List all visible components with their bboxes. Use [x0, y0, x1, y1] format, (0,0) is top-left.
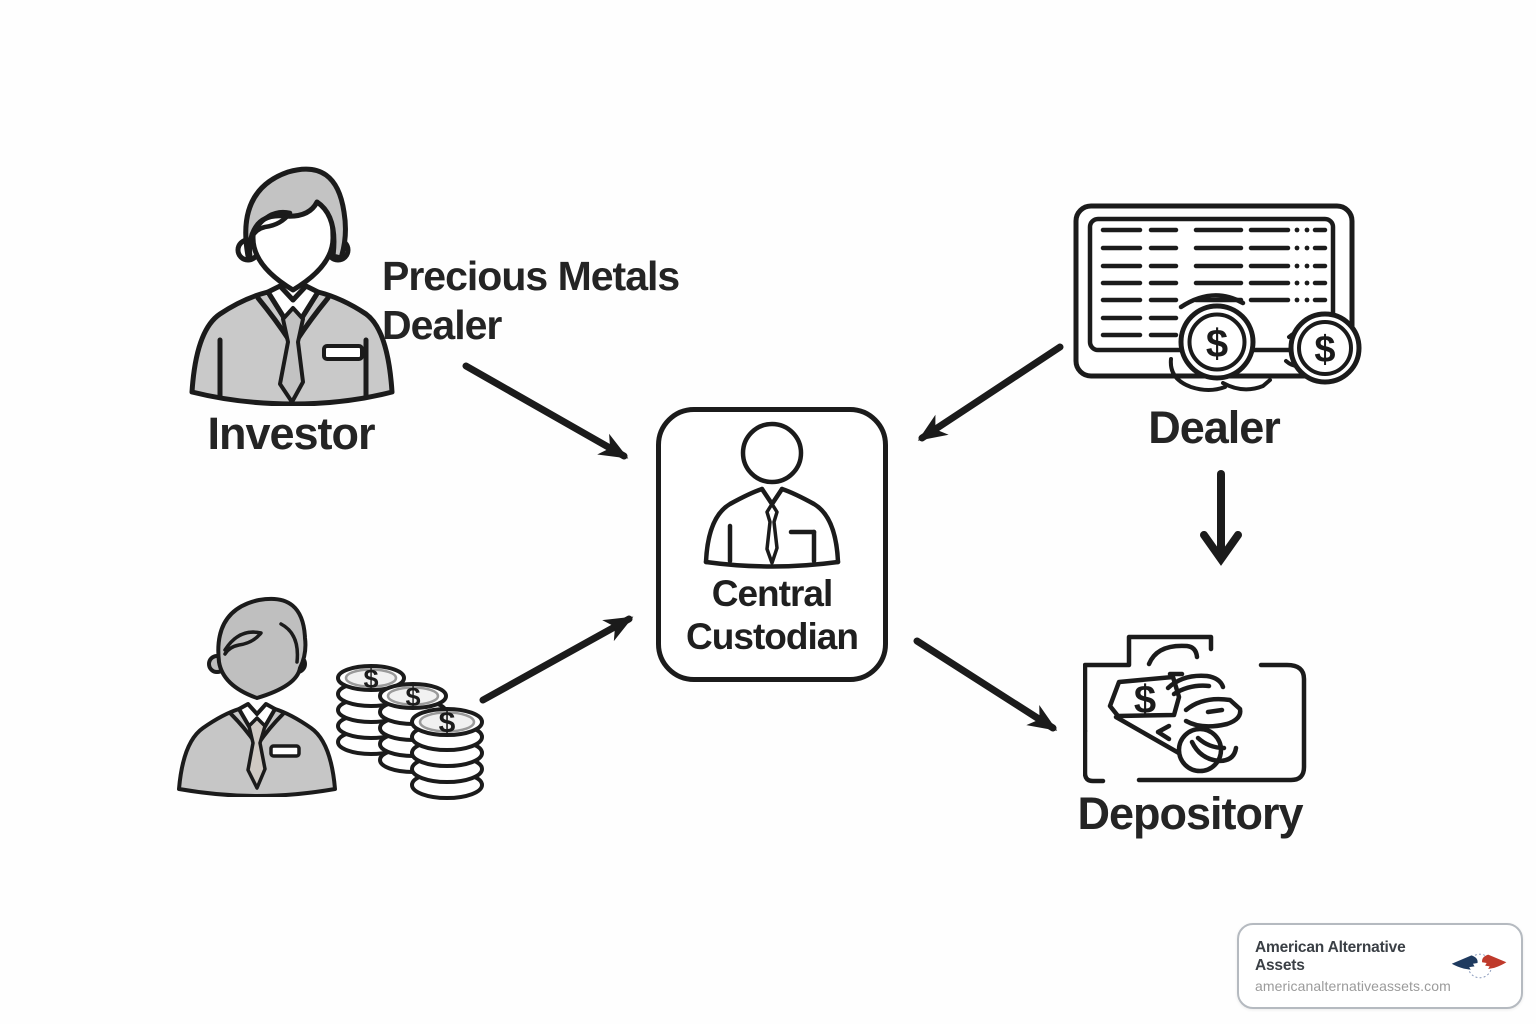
brand-watermark-card: American Alternative Assets americanalte… — [1237, 923, 1523, 1009]
tie — [278, 306, 305, 404]
custodian-line1: Central — [711, 573, 833, 614]
coin-stack: $ — [410, 707, 484, 800]
coin-behind-arc — [1178, 293, 1246, 310]
dollar-coin-icon: $ — [1288, 311, 1362, 385]
ledger-with-coins-icon: $ $ — [1073, 203, 1362, 392]
chevron-mark — [1155, 723, 1172, 742]
shoulders — [703, 486, 765, 565]
sketch-dash — [1205, 707, 1225, 715]
dealer-label: Dealer — [1148, 402, 1281, 453]
pocket — [269, 744, 301, 758]
businessman-bust-icon — [189, 166, 395, 406]
logo-left-wing — [1451, 955, 1478, 970]
brand-title: American Alternative Assets — [1255, 938, 1406, 974]
coin-stacks-icon: $ $ $ — [336, 664, 484, 800]
central-custodian-label: Central Custodian — [686, 572, 859, 658]
hand-curve — [1183, 696, 1243, 729]
tie — [765, 502, 779, 565]
vault-outline — [1083, 728, 1106, 784]
businessman-with-coin-stacks-icon — [177, 596, 337, 797]
dollar-coin-icon: $ — [1178, 303, 1256, 381]
svg-text:$: $ — [1206, 322, 1228, 366]
tie — [246, 716, 267, 790]
pmd-line2: Dealer — [382, 302, 502, 348]
precious-metals-dealer-label: Precious Metals Dealer — [382, 252, 782, 350]
arrow-dealer-to-depository — [1200, 470, 1242, 566]
central-custodian-node: Central Custodian — [656, 407, 888, 682]
hand-curve — [1171, 683, 1212, 697]
vault-outline — [1136, 662, 1307, 783]
hair-line — [279, 622, 300, 664]
hand-curve — [1195, 735, 1227, 751]
arrow-custodian-to-depository — [913, 637, 1058, 732]
pocket — [322, 344, 364, 361]
svg-text:$: $ — [1314, 329, 1335, 371]
collar — [759, 486, 785, 507]
arrow-pmd-to-custodian — [462, 362, 629, 460]
hair-swoosh — [223, 630, 263, 656]
hair-swoosh — [249, 209, 293, 240]
vault-hands-icon: $ — [1083, 634, 1307, 784]
bust-bottom — [703, 559, 841, 569]
custodian-person-outline-icon — [703, 421, 841, 569]
svg-text:$: $ — [405, 682, 420, 712]
custodian-line2: Custodian — [686, 616, 859, 657]
investor-label: Investor — [207, 408, 375, 459]
head — [740, 421, 804, 485]
pmd-line1: Precious Metals — [382, 253, 680, 299]
svg-text:$: $ — [1134, 678, 1156, 722]
head-arc — [1146, 643, 1200, 667]
depository-label: Depository — [1077, 788, 1303, 839]
ribbon-dish — [1221, 378, 1272, 392]
hand-curve — [1189, 739, 1239, 764]
ribbon-arc — [1168, 357, 1227, 392]
brand-url: americanalternativeassets.com — [1255, 977, 1451, 994]
logo-right-wing — [1481, 954, 1507, 970]
dollar-tag: $ — [1107, 674, 1182, 722]
svg-text:$: $ — [363, 664, 378, 694]
eagle-wings-logo — [1451, 953, 1507, 979]
shoulders — [779, 486, 841, 565]
arrow-dealer-to-custodian — [917, 343, 1064, 442]
hand-curve — [1165, 673, 1226, 691]
svg-text:$: $ — [439, 707, 456, 740]
arrow-funds-to-custodian — [479, 615, 634, 704]
vault-outline — [1083, 634, 1214, 734]
